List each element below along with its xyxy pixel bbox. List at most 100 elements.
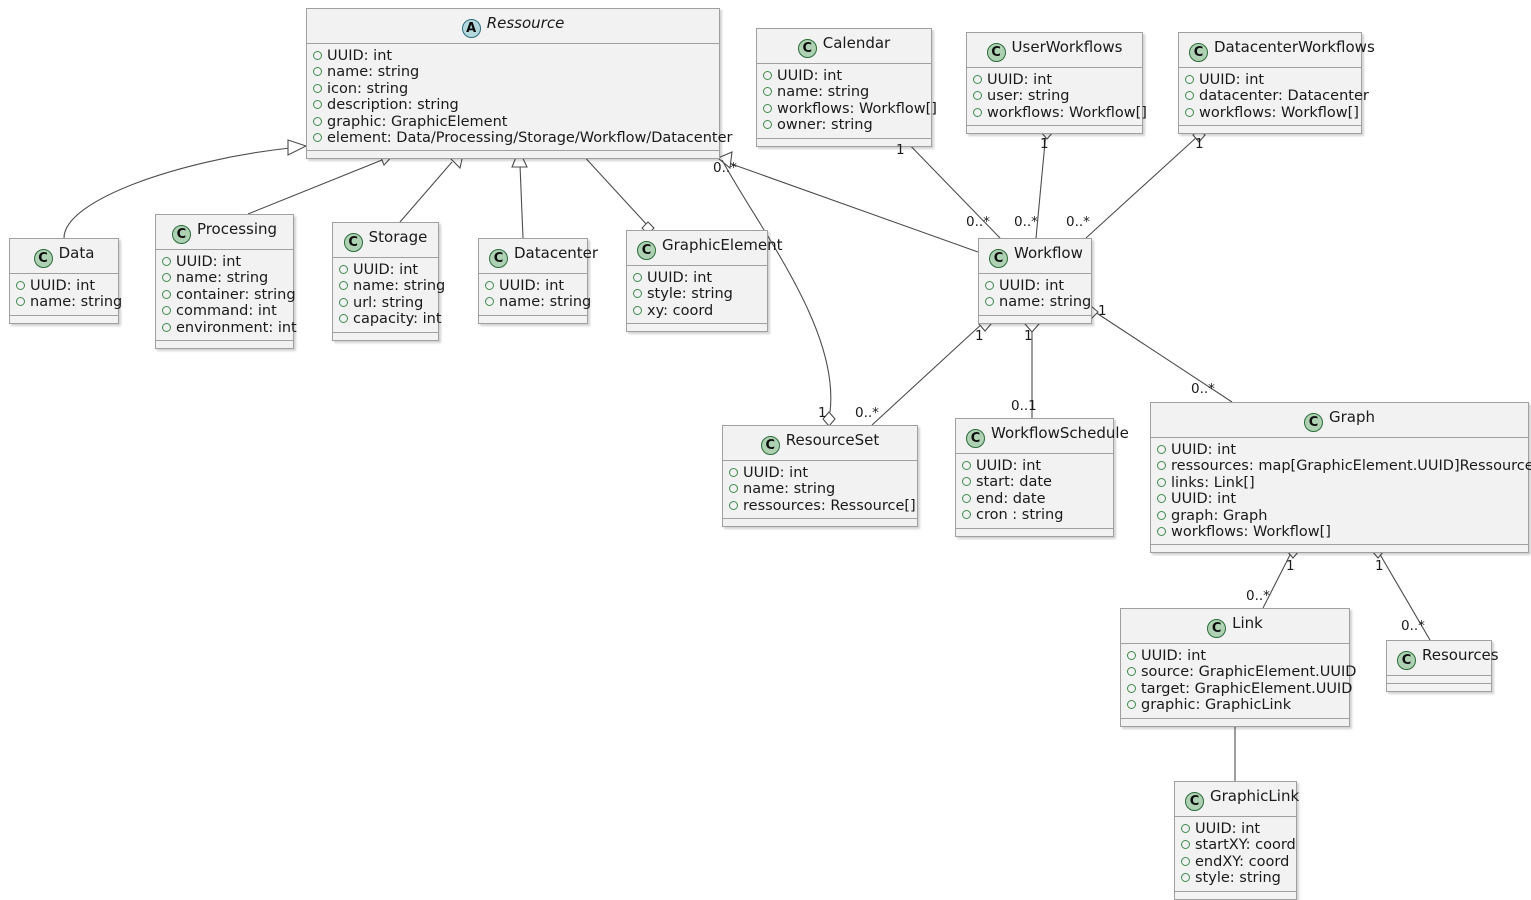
edge-processing-ressource	[247, 149, 398, 215]
mult-resourceset-ressource: 1	[818, 405, 827, 421]
public-visibility-icon	[339, 314, 348, 324]
attribute-row: UUID: int	[16, 278, 110, 294]
mult-graph-resources: 1	[1375, 558, 1384, 574]
class-name-calendar: Calendar	[822, 34, 891, 52]
public-visibility-icon	[162, 306, 171, 316]
attribute-label: end: date	[976, 490, 1046, 507]
attribute-row: url: string	[339, 295, 430, 311]
class-name-processing: Processing	[196, 220, 278, 238]
edge-datacenter-ressource	[511, 148, 528, 239]
attribute-row: datacenter: Datacenter	[1185, 88, 1369, 104]
public-visibility-icon	[763, 87, 772, 97]
attribute-label: datacenter: Datacenter	[1199, 88, 1369, 105]
class-icon: C	[986, 43, 1006, 62]
attribute-label: workflows: Workflow[]	[987, 104, 1147, 121]
attribute-label: description: string	[327, 97, 459, 114]
attribute-label: UUID: int	[176, 254, 242, 270]
attribute-row: capacity: int	[339, 311, 442, 327]
attribute-label: style: string	[647, 286, 733, 303]
attribute-label: UUID: int	[1195, 821, 1261, 837]
public-visibility-icon	[1181, 824, 1190, 833]
class-icon: C	[33, 249, 53, 268]
attribute-label: user: string	[987, 88, 1070, 105]
attribute-label: UUID: int	[499, 278, 565, 294]
attribute-row: UUID: int	[313, 48, 711, 64]
public-visibility-icon	[162, 273, 171, 283]
public-visibility-icon	[313, 133, 322, 143]
attribute-label: name: string	[499, 294, 592, 311]
public-visibility-icon	[729, 468, 738, 477]
class-icon: C	[797, 39, 817, 58]
attribute-row: name: string	[985, 294, 1091, 310]
attribute-label: name: string	[743, 481, 836, 498]
attribute-label: style: string	[1195, 870, 1281, 887]
class-operations-processing	[156, 341, 293, 349]
mult-link-graph: 0..*	[1246, 588, 1270, 604]
public-visibility-icon	[1181, 856, 1190, 866]
attribute-row: UUID: int	[162, 254, 285, 270]
attribute-label: ressources: Ressource[]	[743, 497, 916, 514]
public-visibility-icon	[1127, 700, 1136, 710]
mult-graph-workflow: 0..*	[1191, 381, 1215, 397]
attribute-row: workflows: Workflow[]	[1157, 524, 1520, 540]
public-visibility-icon	[973, 75, 982, 84]
public-visibility-icon	[313, 100, 322, 110]
attribute-row: start: date	[962, 474, 1105, 490]
attribute-label: capacity: int	[353, 311, 442, 328]
class-name-resourceset: ResourceSet	[785, 431, 880, 449]
attribute-row: owner: string	[763, 117, 923, 133]
public-visibility-icon	[962, 461, 971, 470]
public-visibility-icon	[313, 67, 322, 77]
public-visibility-icon	[729, 484, 738, 494]
class-icon: C	[1397, 651, 1416, 670]
attribute-label: UUID: int	[1199, 72, 1265, 88]
attribute-label: UUID: int	[987, 72, 1053, 88]
class-icon: C	[637, 241, 656, 260]
attribute-label: name: string	[777, 84, 870, 101]
attribute-label: UUID: int	[1171, 442, 1237, 458]
attribute-row: graphic: GraphicLink	[1127, 697, 1341, 713]
public-visibility-icon	[1157, 494, 1166, 504]
public-visibility-icon	[633, 289, 642, 299]
attribute-label: UUID: int	[327, 48, 393, 64]
attribute-row: UUID: int	[1181, 821, 1288, 837]
class-name-graphicelement: GraphicElement	[662, 236, 783, 254]
class-icon: C	[1207, 619, 1227, 638]
class-name-userworkflows: UserWorkflows	[1011, 38, 1123, 56]
edge-storage-ressource	[399, 148, 465, 223]
attribute-row: startXY: coord	[1181, 837, 1296, 853]
public-visibility-icon	[1157, 445, 1166, 454]
attribute-label: graph: Graph	[1171, 507, 1268, 524]
public-visibility-icon	[1157, 477, 1166, 487]
class-name-datacenter: Datacenter	[514, 244, 599, 262]
attribute-row: name: string	[763, 84, 923, 100]
